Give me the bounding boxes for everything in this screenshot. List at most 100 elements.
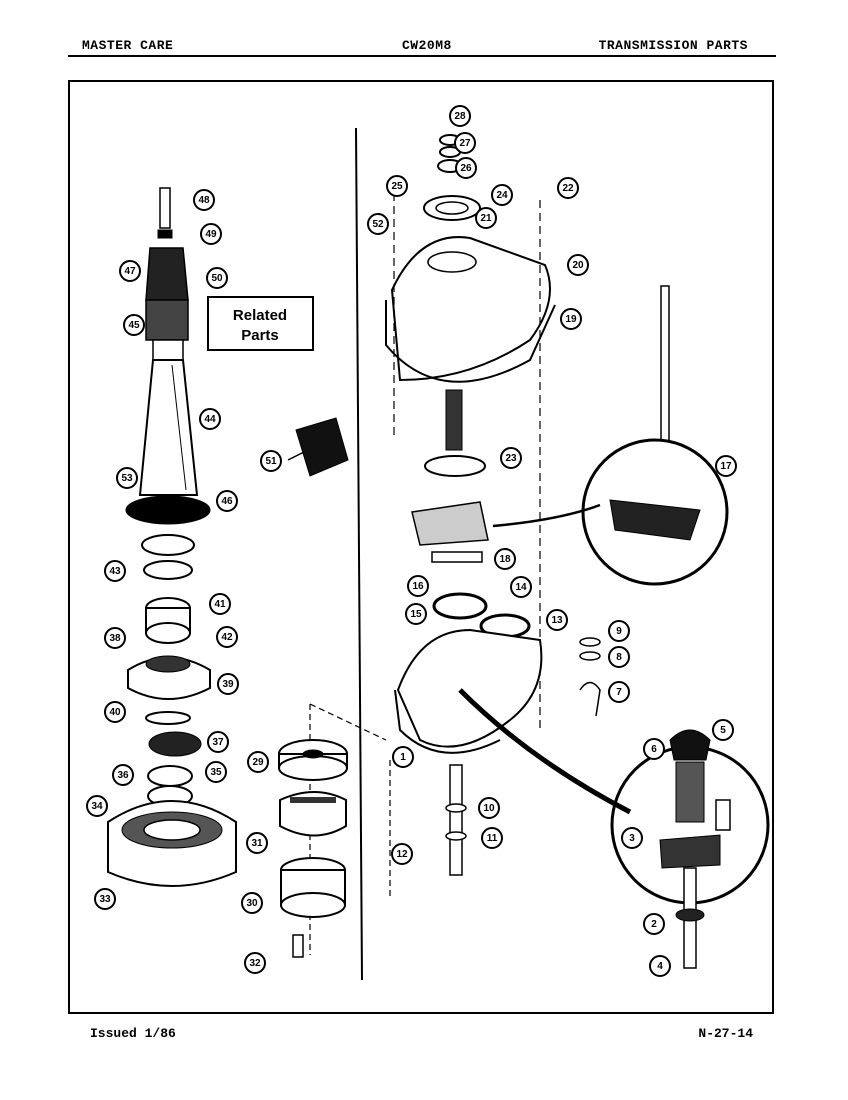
header-model: CW20M8 xyxy=(402,38,452,53)
callout-39: 39 xyxy=(217,673,239,695)
callout-label: 7 xyxy=(616,687,622,698)
callout-20: 20 xyxy=(567,254,589,276)
callout-label: 53 xyxy=(121,473,133,484)
callout-circle xyxy=(205,761,227,783)
callout-label: 37 xyxy=(212,737,224,748)
callout-label: 15 xyxy=(410,609,422,620)
callout-30: 30 xyxy=(241,892,263,914)
related-parts-line2: Parts xyxy=(241,327,279,344)
callout-6: 6 xyxy=(643,738,665,760)
diagram-frame xyxy=(68,80,774,1014)
callout-circle xyxy=(123,314,145,336)
callout-label: 29 xyxy=(252,757,264,768)
callout-circle xyxy=(557,177,579,199)
callout-1: 1 xyxy=(392,746,414,768)
callout-circle xyxy=(455,157,477,179)
header-brand: MASTER CARE xyxy=(82,38,174,53)
callout-label: 12 xyxy=(396,849,408,860)
callout-label: 46 xyxy=(221,496,233,507)
callout-circle xyxy=(405,603,427,625)
spin-tube-assembly xyxy=(125,187,211,580)
callout-circle xyxy=(200,223,222,245)
callout-18: 18 xyxy=(494,548,516,570)
callout-circle xyxy=(454,132,476,154)
callout-label: 43 xyxy=(109,566,121,577)
footer-page-code: N-27-14 xyxy=(698,1026,753,1041)
callout-circle xyxy=(494,548,516,570)
callout-40: 40 xyxy=(104,701,126,723)
callout-17: 17 xyxy=(715,455,737,477)
callout-label: 42 xyxy=(221,632,233,643)
callout-7: 7 xyxy=(608,681,630,703)
agitator-shaft-part xyxy=(492,285,729,586)
callout-34: 34 xyxy=(86,795,108,817)
callout-label: 22 xyxy=(562,183,574,194)
callout-label: 31 xyxy=(251,838,263,849)
callout-circle xyxy=(216,490,238,512)
callout-15: 15 xyxy=(405,603,427,625)
callout-label: 9 xyxy=(616,626,622,637)
callout-label: 16 xyxy=(412,581,424,592)
clutch-parts-stack xyxy=(278,703,387,958)
callout-label: 23 xyxy=(505,453,517,464)
callout-51: 51 xyxy=(260,450,282,472)
callout-circle xyxy=(367,213,389,235)
callout-31: 31 xyxy=(246,832,268,854)
callout-label: 41 xyxy=(214,599,226,610)
header-rule xyxy=(68,55,776,57)
callout-label: 44 xyxy=(204,414,216,425)
callout-label: 18 xyxy=(499,554,511,565)
callout-label: 19 xyxy=(565,314,577,325)
callout-12: 12 xyxy=(391,843,413,865)
callout-label: 40 xyxy=(109,707,121,718)
callout-circle xyxy=(386,175,408,197)
callout-label: 39 xyxy=(222,679,234,690)
callout-label: 34 xyxy=(91,801,103,812)
callout-25: 25 xyxy=(386,175,408,197)
callout-label: 6 xyxy=(651,744,657,755)
callout-19: 19 xyxy=(560,308,582,330)
callout-38: 38 xyxy=(104,627,126,649)
gearcase-body xyxy=(389,501,601,900)
callout-47: 47 xyxy=(119,260,141,282)
callout-label: 24 xyxy=(496,190,508,201)
callout-circle xyxy=(193,189,215,211)
callout-label: 45 xyxy=(128,320,140,331)
callout-circle xyxy=(560,308,582,330)
callout-circle xyxy=(112,764,134,786)
callout-circle xyxy=(546,609,568,631)
callout-36: 36 xyxy=(112,764,134,786)
header-section-title: TRANSMISSION PARTS xyxy=(598,38,748,53)
callout-52: 52 xyxy=(367,213,389,235)
callout-22: 22 xyxy=(557,177,579,199)
callout-label: 5 xyxy=(720,725,726,736)
callout-circle xyxy=(104,560,126,582)
callout-circle xyxy=(209,593,231,615)
callout-circle xyxy=(491,184,513,206)
callout-27: 27 xyxy=(454,132,476,154)
callout-label: 33 xyxy=(99,894,111,905)
callout-11: 11 xyxy=(481,827,503,849)
brake-pad-part xyxy=(287,417,349,477)
callout-circle xyxy=(241,892,263,914)
brake-hub-assembly xyxy=(107,597,237,887)
callout-circle xyxy=(119,260,141,282)
callout-10: 10 xyxy=(478,797,500,819)
callout-21: 21 xyxy=(475,207,497,229)
callout-label: 17 xyxy=(720,461,732,472)
callout-43: 43 xyxy=(104,560,126,582)
callout-label: 25 xyxy=(391,181,403,192)
footer-issue-date: Issued 1/86 xyxy=(90,1026,176,1041)
callout-35: 35 xyxy=(205,761,227,783)
callout-circle xyxy=(475,207,497,229)
callout-14: 14 xyxy=(510,576,532,598)
callout-label: 26 xyxy=(460,163,472,174)
callout-label: 20 xyxy=(572,260,584,271)
callout-42: 42 xyxy=(216,626,238,648)
callout-label: 2 xyxy=(651,919,657,930)
callout-label: 14 xyxy=(515,582,527,593)
callout-circle xyxy=(247,751,269,773)
callout-label: 36 xyxy=(117,770,129,781)
callout-49: 49 xyxy=(200,223,222,245)
